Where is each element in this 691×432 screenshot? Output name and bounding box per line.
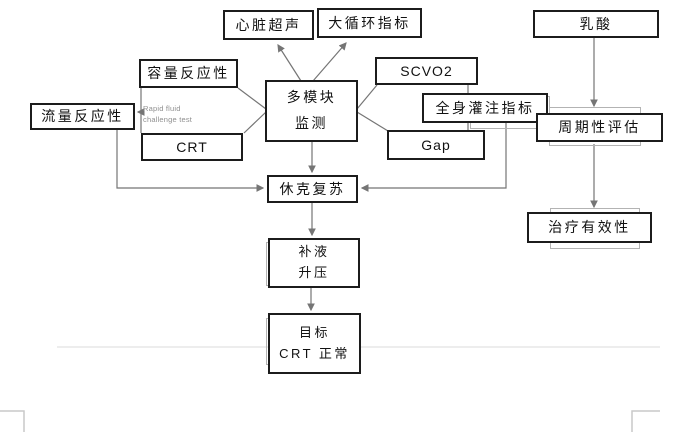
node-label: 治疗有效性 — [548, 219, 631, 236]
node-label: 容量反应性 — [147, 65, 230, 82]
conn-crt-to-multi — [243, 111, 267, 134]
node-systemic-perfusion[interactable]: 全身灌注指标 — [422, 93, 548, 123]
node-gap[interactable]: Gap — [387, 130, 485, 160]
annotation-rapid-fluid-challenge-test: Rapid fluid challenge test — [143, 104, 213, 126]
node-target[interactable]: 目标 CRT 正常 — [268, 313, 361, 374]
node-label: 心脏超声 — [235, 16, 302, 33]
conn-multi-to-scvo2 — [356, 84, 378, 110]
node-label: 补液 — [298, 244, 330, 260]
node-label: 乳酸 — [579, 15, 613, 32]
conn-perfusion-to-shock — [360, 123, 507, 192]
node-label: CRT 正常 — [279, 345, 350, 361]
node-label: 周期性评估 — [558, 119, 641, 136]
node-label: 全身灌注指标 — [435, 99, 535, 116]
node-fluid-pressor[interactable]: 补液 升压 — [268, 238, 360, 288]
conn-volume-to-multi — [237, 87, 267, 110]
node-label: CRT — [176, 138, 208, 155]
conn-multi-to-macro — [312, 42, 347, 82]
node-label: SCVO2 — [400, 62, 453, 79]
node-label: 大循环指标 — [328, 14, 411, 31]
node-volume-responsiveness[interactable]: 容量反应性 — [139, 59, 238, 88]
node-treatment-effectiveness[interactable]: 治疗有效性 — [527, 212, 652, 243]
node-label: 多模块 — [286, 89, 337, 106]
node-multi-module[interactable]: 多模块 监测 — [265, 80, 358, 142]
page-corner-left — [0, 410, 25, 432]
node-crt[interactable]: CRT — [141, 133, 243, 161]
node-heart-ultrasound[interactable]: 心脏超声 — [223, 10, 314, 40]
page-corner-right — [631, 410, 660, 432]
annotation-line: challenge test — [143, 114, 193, 124]
node-flow-responsiveness[interactable]: 流量反应性 — [30, 103, 135, 130]
node-label: 目标 — [298, 324, 330, 340]
node-label: 休克复苏 — [279, 180, 346, 197]
node-scvo2[interactable]: SCVO2 — [375, 57, 478, 85]
conn-multi-to-heart — [277, 44, 302, 82]
node-label: 升压 — [298, 265, 330, 280]
node-periodic-evaluation[interactable]: 周期性评估 — [536, 113, 663, 142]
conn-multi-to-gap — [356, 111, 389, 132]
node-label: 流量反应性 — [41, 108, 124, 125]
annotation-line: Rapid fluid — [143, 104, 181, 113]
node-label: 监测 — [295, 115, 328, 131]
conn-flow-to-shock — [116, 130, 265, 192]
node-shock-resuscitation[interactable]: 休克复苏 — [267, 175, 358, 203]
node-lactate[interactable]: 乳酸 — [533, 10, 659, 38]
node-macro-circulation[interactable]: 大循环指标 — [317, 8, 422, 38]
node-label: Gap — [421, 136, 451, 153]
